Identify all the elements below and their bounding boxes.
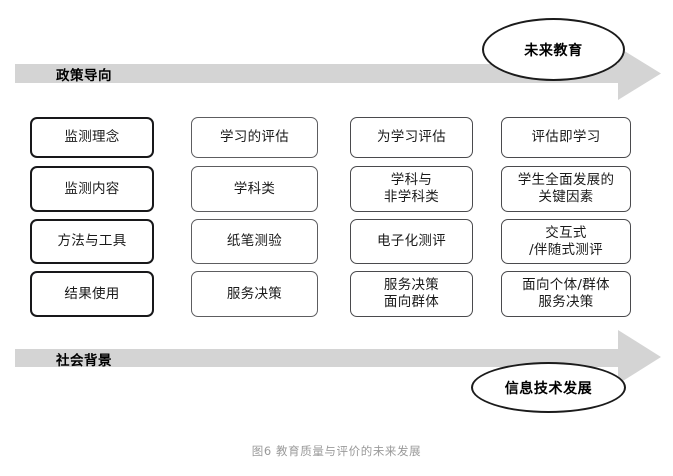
matrix-cell: 交互式 /伴随式测评: [501, 219, 631, 264]
matrix-cell: 监测内容: [30, 166, 154, 212]
matrix-cell: 电子化测评: [350, 219, 473, 264]
matrix-column-1: 监测理念 监测内容 方法与工具 结果使用: [30, 117, 154, 317]
matrix-cell: 监测理念: [30, 117, 154, 158]
policy-orientation-label: 政策导向: [56, 68, 112, 84]
matrix-cell: 为学习评估: [350, 117, 473, 158]
matrix-cell: 服务决策 面向群体: [350, 271, 473, 317]
matrix-cell: 面向个体/群体 服务决策: [501, 271, 631, 317]
figure-caption: 图6 教育质量与评价的未来发展: [251, 444, 422, 458]
future-education-ellipse: 未来教育: [482, 18, 625, 81]
matrix-column-3: 为学习评估 学科与 非学科类 电子化测评 服务决策 面向群体: [350, 117, 473, 317]
matrix-cell: 方法与工具: [30, 219, 154, 264]
matrix-cell: 学生全面发展的 关键因素: [501, 166, 631, 212]
matrix-cell: 服务决策: [191, 271, 318, 317]
matrix-cell: 学习的评估: [191, 117, 318, 158]
future-education-label: 未来教育: [524, 42, 583, 59]
information-technology-label: 信息技术发展: [504, 380, 593, 397]
matrix-cell: 学科类: [191, 166, 318, 212]
social-context-label: 社会背景: [56, 353, 112, 369]
matrix-cell: 纸笔测验: [191, 219, 318, 264]
matrix-cell: 学科与 非学科类: [350, 166, 473, 212]
matrix-cell: 评估即学习: [501, 117, 631, 158]
matrix-column-4: 评估即学习 学生全面发展的 关键因素 交互式 /伴随式测评 面向个体/群体 服务…: [501, 117, 631, 317]
matrix-column-2: 学习的评估 学科类 纸笔测验 服务决策: [191, 117, 318, 317]
information-technology-ellipse: 信息技术发展: [471, 362, 626, 413]
matrix-cell: 结果使用: [30, 271, 154, 317]
